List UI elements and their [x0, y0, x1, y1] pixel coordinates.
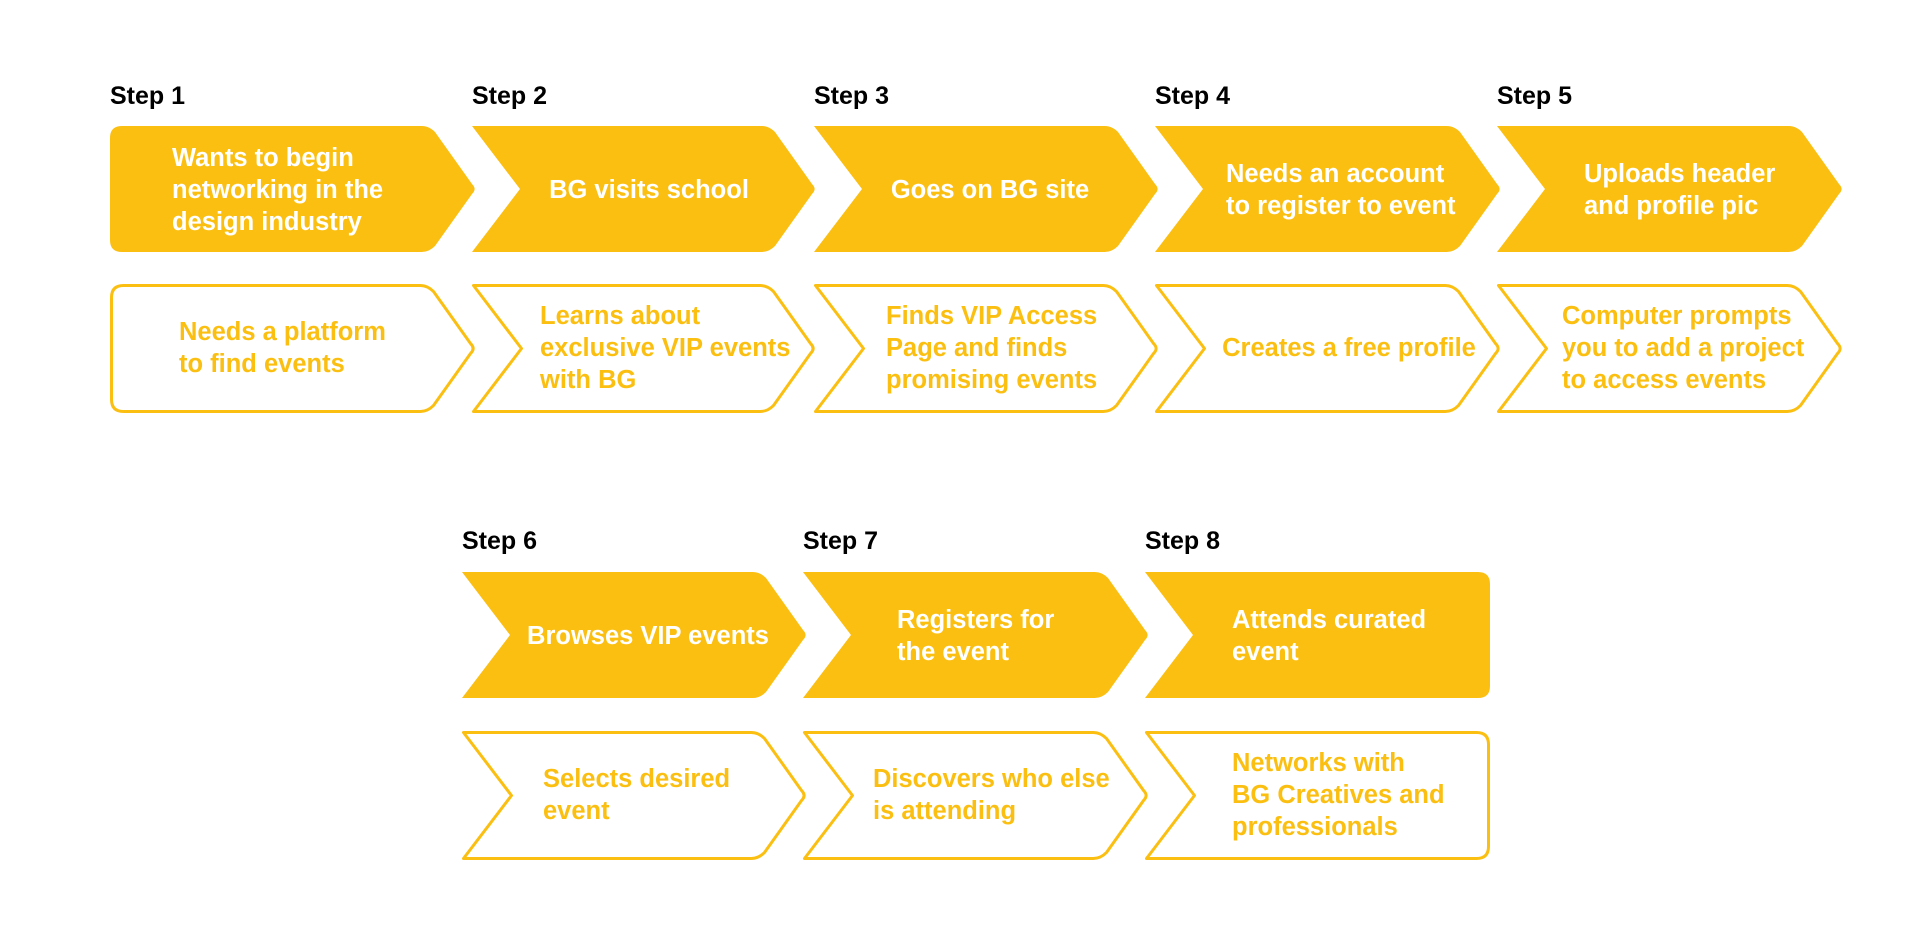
- action-text-line: Browses VIP events: [527, 622, 769, 650]
- detail-text-line: Creates a free profile: [1222, 334, 1476, 362]
- action-text-line: the event: [897, 638, 1009, 666]
- action-text-line: event: [1232, 638, 1299, 666]
- action-chevron: [1145, 572, 1490, 698]
- detail-text-line: professionals: [1232, 813, 1398, 841]
- detail-text-line: Page and finds: [886, 334, 1067, 362]
- detail-text-line: to access events: [1562, 366, 1766, 394]
- action-text-line: Needs an account: [1226, 160, 1445, 188]
- detail-text-line: Discovers who else: [873, 765, 1110, 793]
- step-label: Step 8: [1145, 527, 1220, 555]
- detail-text-line: Finds VIP Access: [886, 302, 1097, 330]
- action-text-line: Registers for: [897, 606, 1054, 634]
- step-label: Step 7: [803, 527, 878, 555]
- detail-text-line: BG Creatives and: [1232, 781, 1445, 809]
- action-chevron: [803, 572, 1148, 698]
- step-label: Step 5: [1497, 82, 1572, 110]
- step-label: Step 6: [462, 527, 537, 555]
- step-4: Step 4 Needs an account to register to eve…: [1155, 82, 1500, 413]
- detail-text-line: exclusive VIP events: [540, 334, 790, 362]
- action-text-line: Goes on BG site: [891, 176, 1089, 204]
- detail-text-line: Networks with: [1232, 749, 1405, 777]
- detail-text-line: promising events: [886, 366, 1097, 394]
- detail-text-line: event: [543, 797, 610, 825]
- detail-chevron: [472, 284, 815, 413]
- detail-text-line: Selects desired: [543, 765, 730, 793]
- detail-text-line: is attending: [873, 797, 1016, 825]
- step-label: Step 1: [110, 82, 185, 110]
- action-text-line: Wants to begin: [172, 144, 354, 172]
- detail-chevron: [803, 731, 1148, 860]
- action-chevron: [472, 126, 815, 252]
- detail-text-line: you to add a project: [1562, 334, 1805, 362]
- detail-text-line: to find events: [179, 350, 345, 378]
- action-text-line: Attends curated: [1232, 606, 1426, 634]
- action-chevron: [1155, 126, 1500, 252]
- action-text-line: to register to event: [1226, 192, 1456, 220]
- detail-chevron: [1497, 284, 1842, 413]
- action-text-line: design industry: [172, 208, 363, 236]
- action-chevron: [814, 126, 1158, 252]
- detail-chevron: [110, 284, 475, 413]
- detail-text-line: Learns about: [540, 302, 701, 330]
- detail-text-line: Needs a platform: [179, 318, 386, 346]
- detail-chevron: [1155, 284, 1500, 413]
- action-chevron: [110, 126, 475, 252]
- detail-chevron: [814, 284, 1158, 413]
- action-text-line: Uploads header: [1584, 160, 1775, 188]
- step-label: Step 4: [1155, 82, 1230, 110]
- step-1: Step 1 Wants to begin networking in the des…: [110, 82, 475, 413]
- action-text-line: networking in the: [172, 176, 383, 204]
- step-label: Step 3: [814, 82, 889, 110]
- detail-text-line: with BG: [539, 366, 636, 394]
- action-text-line: and profile pic: [1584, 192, 1758, 220]
- step-label: Step 2: [472, 82, 547, 110]
- action-text-line: BG visits school: [549, 176, 749, 204]
- detail-text-line: Computer prompts: [1562, 302, 1792, 330]
- action-chevron: [462, 572, 806, 698]
- detail-chevron: [462, 731, 806, 860]
- action-chevron: [1497, 126, 1842, 252]
- step-5: Step 5 Uploads header and profile picCompu…: [1497, 82, 1842, 413]
- detail-chevron: [1145, 731, 1490, 860]
